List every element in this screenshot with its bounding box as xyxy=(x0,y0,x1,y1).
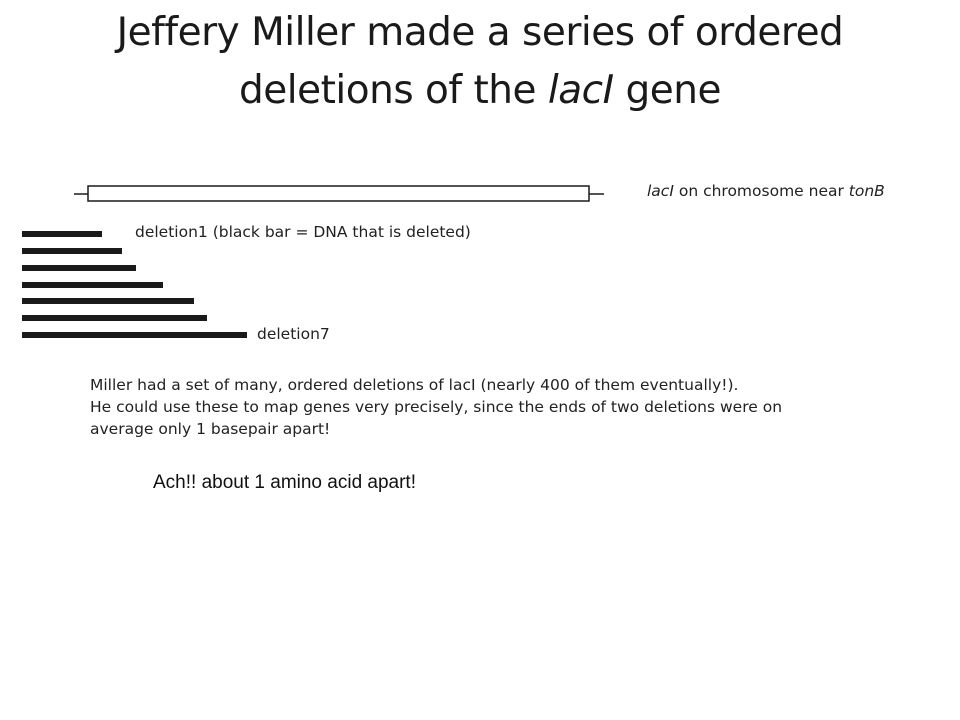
deletion-bar-3 xyxy=(22,265,136,271)
explanation-text: Miller had a set of many, ordered deleti… xyxy=(90,374,850,440)
title-text-end: gene xyxy=(613,68,722,113)
deletion-map-diagram xyxy=(22,185,604,338)
deletion7-label: deletion7 xyxy=(257,325,330,343)
deletion-bar-6 xyxy=(22,315,207,321)
title-line-2: deletions of the lacI gene xyxy=(0,62,960,120)
deletion-bar-5 xyxy=(22,298,194,304)
callout-text: Ach!! about 1 amino acid apart! xyxy=(153,472,416,493)
explanation-line-2: He could use these to map genes very pre… xyxy=(90,398,783,416)
deletion1-label: deletion1 (black bar = DNA that is delet… xyxy=(135,223,471,241)
deletion-bar-1 xyxy=(22,231,102,237)
laci-gene-box xyxy=(87,185,590,202)
gene-label-gene: lacI xyxy=(647,182,674,200)
laci-gene xyxy=(74,185,604,202)
slide-title: Jeffery Miller made a series of ordered … xyxy=(0,4,960,120)
gene-label: lacI on chromosome near tonB xyxy=(647,182,885,200)
deletion-bar-4 xyxy=(22,282,163,288)
title-text: deletions of the xyxy=(239,68,548,113)
title-line-1: Jeffery Miller made a series of ordered xyxy=(116,10,844,55)
deletion-bars xyxy=(22,231,247,338)
title-gene-name: lacI xyxy=(547,68,614,113)
gene-label-text: on chromosome near xyxy=(673,182,849,200)
gene-label-locus: tonB xyxy=(848,182,885,200)
deletion-bar-2 xyxy=(22,248,122,254)
explanation-line-1: Miller had a set of many, ordered deleti… xyxy=(90,376,739,394)
deletion-bar-7 xyxy=(22,332,247,338)
explanation-line-3: average only 1 basepair apart! xyxy=(90,420,331,438)
